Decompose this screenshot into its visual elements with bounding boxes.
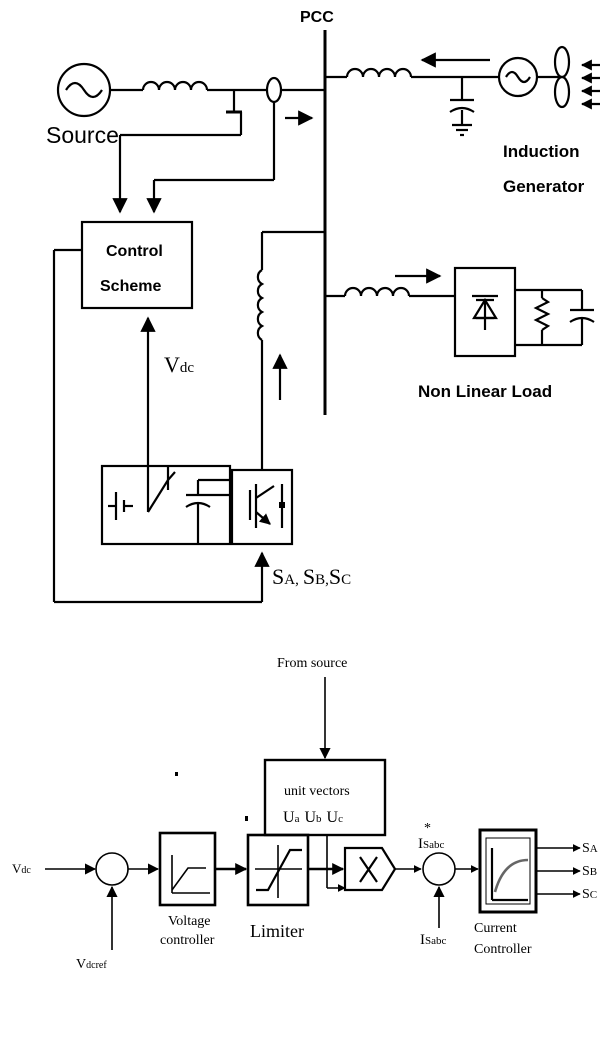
rectifier-box bbox=[453, 266, 517, 358]
control-scheme-box bbox=[80, 220, 194, 310]
output-sb-label: SB bbox=[582, 864, 597, 879]
dc-side-box bbox=[100, 464, 232, 546]
unit-vectors-box bbox=[263, 758, 387, 837]
control-label-2: Scheme bbox=[100, 278, 161, 295]
isabc-ref-label: ISabc bbox=[418, 836, 445, 852]
induction-label: Induction bbox=[503, 142, 579, 161]
vdc-input-label: Vdc bbox=[12, 861, 31, 876]
limiter-label: Limiter bbox=[250, 921, 304, 941]
source-inductor-icon bbox=[141, 80, 209, 91]
control-label-1: Control bbox=[106, 243, 163, 260]
generator-inductor-icon bbox=[345, 67, 413, 78]
pcc-label: PCC bbox=[300, 9, 334, 26]
top-labels: PCC Source Induction Generator Control S… bbox=[46, 9, 585, 589]
summing-junction-2 bbox=[422, 852, 456, 886]
generator-label: Generator bbox=[503, 177, 585, 196]
current-sensor-icon bbox=[265, 76, 283, 104]
current-controller-label-2: Controller bbox=[474, 942, 532, 957]
control-block-diagram bbox=[45, 677, 581, 950]
load-resistor-icon bbox=[533, 297, 551, 331]
summing-junction-1 bbox=[95, 852, 129, 886]
nonlinear-load-label: Non Linear Load bbox=[418, 382, 552, 401]
vdc-label: Vdc bbox=[164, 352, 194, 377]
isabc-ref-star: * bbox=[424, 821, 431, 836]
unit-vectors-label: unit vectors bbox=[284, 784, 350, 799]
vdcref-label: Vdcref bbox=[76, 957, 107, 972]
current-controller-label-1: Current bbox=[474, 921, 517, 936]
wind-turbine-icon bbox=[553, 45, 571, 79]
output-sa-label: SA bbox=[582, 841, 598, 856]
voltage-controller-label-1: Voltage bbox=[168, 914, 211, 929]
dot-mark bbox=[175, 772, 178, 776]
dot-mark bbox=[245, 816, 248, 821]
voltage-controller-label-2: controller bbox=[160, 933, 215, 948]
source-label: Source bbox=[46, 122, 119, 148]
inverter-box bbox=[230, 468, 294, 546]
output-sc-label: SC bbox=[582, 887, 597, 902]
multiplier-block bbox=[343, 846, 397, 892]
from-source-label: From source bbox=[277, 656, 347, 671]
power-circuit bbox=[52, 30, 600, 604]
coupling-inductor-icon bbox=[256, 269, 265, 341]
load-inductor-icon bbox=[343, 286, 411, 297]
switching-signals-label: SA,SB,SC bbox=[272, 564, 351, 589]
isabc-actual-label: ISabc bbox=[420, 932, 447, 948]
